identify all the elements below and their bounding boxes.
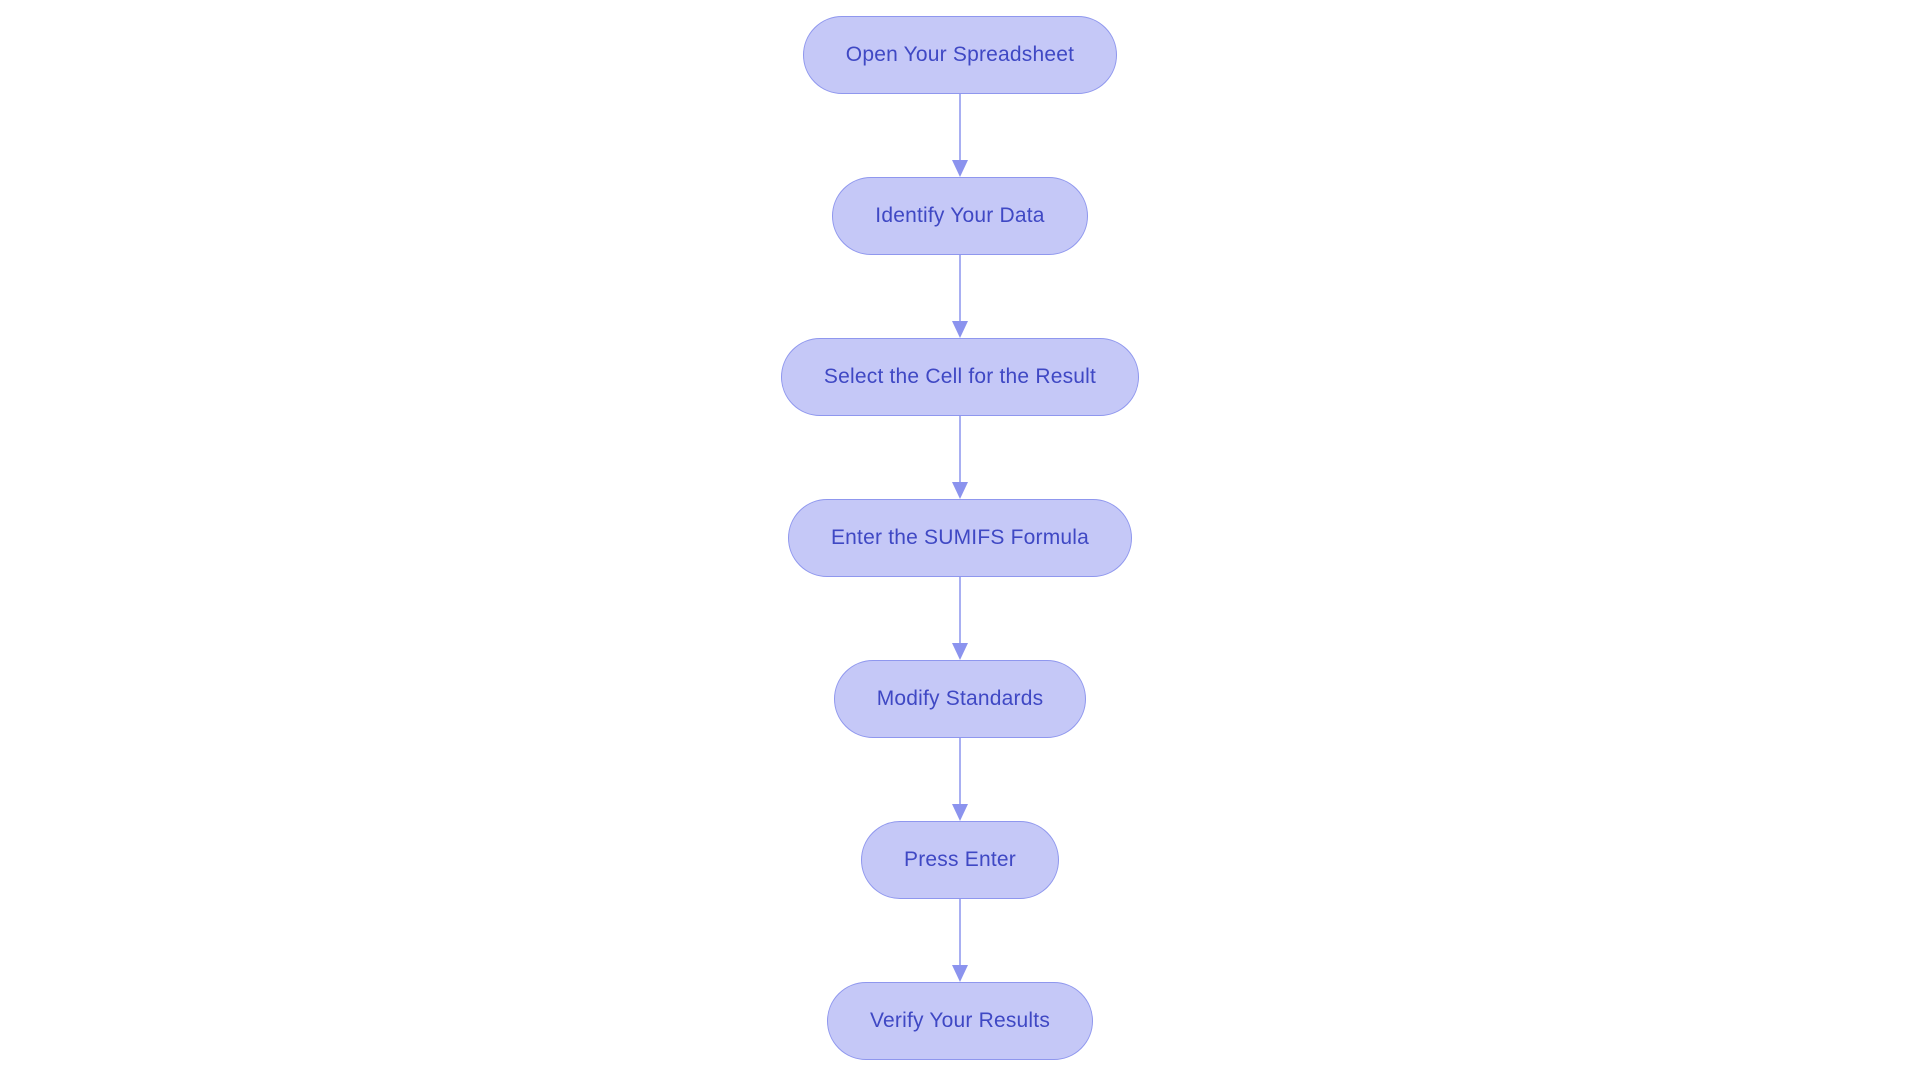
- flow-node-modify-standards: Modify Standards: [833, 660, 1087, 738]
- flow-node-open-spreadsheet: Open Your Spreadsheet: [802, 16, 1118, 94]
- node-label: Modify Standards: [876, 687, 1044, 710]
- flow-node-identify-data: Identify Your Data: [832, 177, 1088, 255]
- arrow-line: [959, 416, 961, 483]
- arrow-down-icon: [952, 804, 968, 821]
- arrow-down-icon: [952, 482, 968, 499]
- flow-arrow-5: [952, 738, 968, 821]
- flow-node-press-enter: Press Enter: [861, 821, 1059, 899]
- node-label: Press Enter: [904, 848, 1016, 871]
- flow-arrow-2: [952, 255, 968, 338]
- arrow-line: [959, 94, 961, 161]
- arrow-down-icon: [952, 643, 968, 660]
- flowchart: Open Your Spreadsheet Identify Your Data…: [0, 16, 1920, 1060]
- node-label: Enter the SUMIFS Formula: [830, 526, 1090, 549]
- flow-node-enter-formula: Enter the SUMIFS Formula: [787, 499, 1133, 577]
- node-label: Open Your Spreadsheet: [845, 43, 1075, 66]
- node-label: Identify Your Data: [875, 204, 1045, 227]
- arrow-down-icon: [952, 321, 968, 338]
- arrow-line: [959, 899, 961, 966]
- flow-arrow-1: [952, 94, 968, 177]
- flow-node-select-cell: Select the Cell for the Result: [780, 338, 1140, 416]
- flow-arrow-4: [952, 577, 968, 660]
- arrow-line: [959, 577, 961, 644]
- flow-arrow-3: [952, 416, 968, 499]
- arrow-line: [959, 738, 961, 805]
- flow-arrow-6: [952, 899, 968, 982]
- node-label: Verify Your Results: [869, 1009, 1051, 1032]
- node-label: Select the Cell for the Result: [823, 365, 1097, 388]
- arrow-line: [959, 255, 961, 322]
- flow-node-verify-results: Verify Your Results: [826, 982, 1094, 1060]
- arrow-down-icon: [952, 965, 968, 982]
- arrow-down-icon: [952, 160, 968, 177]
